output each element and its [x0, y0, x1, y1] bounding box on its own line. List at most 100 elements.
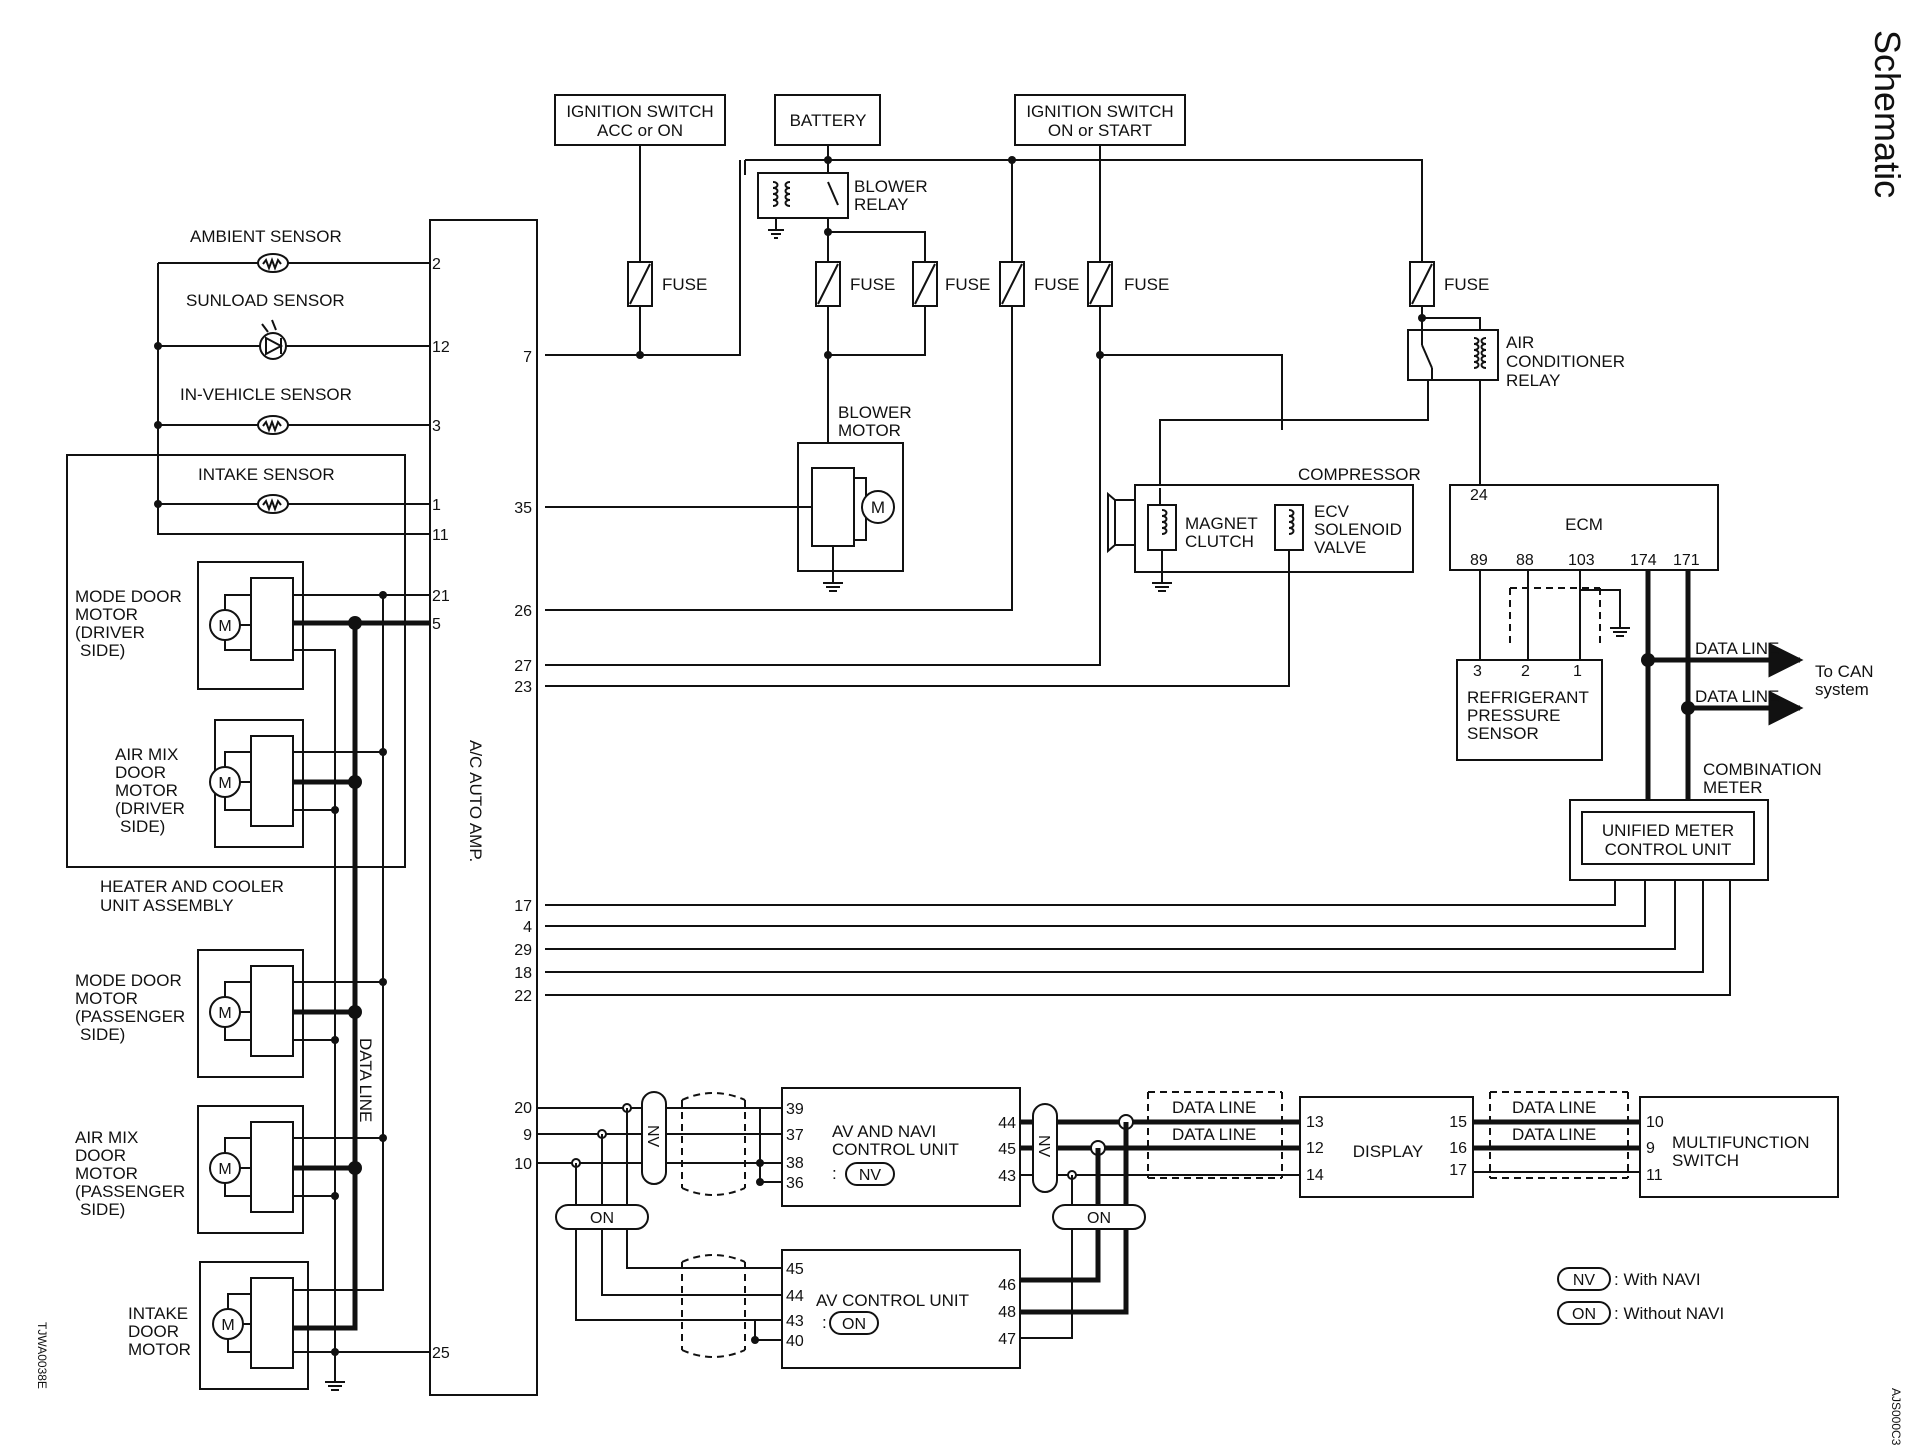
svg-text:MOTOR: MOTOR [75, 989, 138, 1008]
svg-text:12: 12 [1306, 1140, 1324, 1157]
svg-text:36: 36 [786, 1175, 804, 1192]
blower-motor: BLOWER MOTOR M [797, 355, 912, 592]
svg-text:2: 2 [1521, 663, 1530, 680]
on-tag-right: ON [1052, 1204, 1146, 1230]
av-control-unit: 45 44 43 40 AV CONTROL UNIT : ON 46 48 4… [781, 1249, 1021, 1369]
svg-text:9: 9 [1646, 1140, 1655, 1157]
svg-text:171: 171 [1673, 552, 1700, 569]
svg-text:: With NAVI: : With NAVI [1614, 1270, 1701, 1289]
svg-text:UNIT ASSEMBLY: UNIT ASSEMBLY [100, 896, 234, 915]
svg-text::: : [822, 1313, 827, 1332]
svg-text:MULTIFUNCTION: MULTIFUNCTION [1672, 1133, 1810, 1152]
svg-text:BATTERY: BATTERY [790, 111, 867, 130]
svg-text:18: 18 [514, 965, 532, 982]
svg-text:15: 15 [1449, 1114, 1467, 1131]
svg-text:22: 22 [514, 988, 532, 1005]
motor-data-line-label: DATA LINE [356, 1038, 375, 1122]
svg-text:3: 3 [432, 418, 441, 435]
svg-text:AIR MIX: AIR MIX [115, 745, 178, 764]
heater-assembly-box [66, 454, 406, 868]
to-can-label: To CAN [1815, 662, 1874, 681]
svg-text:IGNITION SWITCH: IGNITION SWITCH [566, 102, 713, 121]
svg-text:3: 3 [1473, 663, 1482, 680]
svg-text:(PASSENGER: (PASSENGER [75, 1182, 185, 1201]
sunload-sensor: SUNLOAD SENSOR [158, 291, 430, 360]
svg-text:MOTOR: MOTOR [128, 1340, 191, 1359]
mode-door-motor-passenger: MODE DOOR MOTOR (PASSENGER SIDE) M [75, 949, 304, 1078]
motor-icon [861, 490, 895, 524]
svg-text:COMBINATION: COMBINATION [1703, 760, 1822, 779]
svg-text:DOOR: DOOR [115, 763, 166, 782]
combination-meter: COMBINATION METER UNIFIED METER CONTROL … [1569, 760, 1822, 881]
mode-door-motor-driver: MODE DOOR MOTOR (DRIVER SIDE) M [75, 561, 304, 690]
air-mix-door-motor-passenger: AIR MIX DOOR MOTOR (PASSENGER SIDE) M [75, 1105, 304, 1234]
svg-text:17: 17 [514, 898, 532, 915]
svg-text:12: 12 [432, 339, 450, 356]
fuse-blower-2: FUSE [912, 261, 990, 307]
ignition-switch-acc: IGNITION SWITCH ACC or ON [554, 94, 726, 146]
svg-text:system: system [1815, 680, 1869, 699]
svg-text:M: M [218, 1161, 231, 1178]
svg-text:NV: NV [859, 1167, 882, 1184]
svg-text:CONTROL UNIT: CONTROL UNIT [1605, 840, 1732, 859]
svg-text:43: 43 [786, 1313, 804, 1330]
heater-assembly-label: HEATER AND COOLER [100, 877, 284, 896]
fuse-acc: FUSE [627, 261, 707, 307]
svg-text:INTAKE SENSOR: INTAKE SENSOR [198, 465, 335, 484]
svg-text:14: 14 [1306, 1167, 1324, 1184]
svg-text:9: 9 [523, 1127, 532, 1144]
can-data-line-1: DATA LINE [1695, 639, 1779, 658]
svg-text:M: M [218, 775, 231, 792]
in-vehicle-sensor: IN-VEHICLE SENSOR [158, 385, 430, 435]
svg-text:MOTOR: MOTOR [75, 605, 138, 624]
svg-text:44: 44 [786, 1288, 804, 1305]
blower-relay: BLOWER RELAY [757, 160, 928, 239]
svg-text:(DRIVER: (DRIVER [115, 799, 185, 818]
svg-text:RELAY: RELAY [1506, 371, 1561, 390]
svg-text:FUSE: FUSE [1444, 275, 1489, 294]
svg-text:11: 11 [1646, 1167, 1663, 1184]
svg-text:24: 24 [1470, 487, 1488, 504]
intake-door-motor: INTAKE DOOR MOTOR M [128, 1261, 309, 1390]
av-navi-control-unit: 39 37 38 36 AV AND NAVI CONTROL UNIT : N… [781, 1087, 1021, 1207]
figure-code-left: TJWA0038E [35, 1322, 49, 1389]
svg-text:29: 29 [514, 942, 532, 959]
fuse-ign-start: FUSE [1087, 261, 1169, 307]
on-tag-left: ON [555, 1204, 649, 1230]
svg-text:37: 37 [786, 1127, 804, 1144]
svg-text:NV: NV [1573, 1272, 1596, 1289]
svg-text:MODE DOOR: MODE DOOR [75, 587, 182, 606]
svg-text:M: M [871, 498, 885, 517]
svg-text:20: 20 [514, 1100, 532, 1117]
svg-text:AV AND NAVI: AV AND NAVI [832, 1122, 936, 1141]
svg-text:ON or START: ON or START [1048, 121, 1152, 140]
svg-text:ECV: ECV [1314, 502, 1350, 521]
battery: BATTERY [774, 94, 881, 146]
air-mix-door-motor-driver: AIR MIX DOOR MOTOR (DRIVER SIDE) M [115, 719, 304, 848]
svg-text:IN-VEHICLE SENSOR: IN-VEHICLE SENSOR [180, 385, 352, 404]
svg-text:NV: NV [644, 1125, 661, 1148]
can-data-line-2: DATA LINE [1695, 687, 1779, 706]
svg-text:(DRIVER: (DRIVER [75, 623, 145, 642]
ambient-sensor: AMBIENT SENSOR [158, 227, 430, 273]
svg-text:48: 48 [998, 1304, 1016, 1321]
svg-text:40: 40 [786, 1333, 804, 1350]
svg-text:2: 2 [432, 256, 441, 273]
svg-text:(PASSENGER: (PASSENGER [75, 1007, 185, 1026]
svg-text:1: 1 [1573, 663, 1582, 680]
svg-text:10: 10 [514, 1156, 532, 1173]
svg-text:43: 43 [998, 1168, 1016, 1185]
svg-text:DOOR: DOOR [128, 1322, 179, 1341]
svg-text:UNIFIED METER: UNIFIED METER [1602, 821, 1734, 840]
svg-text:ON: ON [842, 1316, 866, 1333]
display-unit: 13 12 14 DISPLAY 15 16 17 [1299, 1096, 1474, 1198]
svg-text:M: M [218, 618, 231, 635]
svg-text:METER: METER [1703, 778, 1763, 797]
nv-tag-right: NV [1032, 1103, 1058, 1193]
svg-text:AIR MIX: AIR MIX [75, 1128, 138, 1147]
amp-pin-labels-right: 7 35 26 27 23 17 4 29 18 22 20 9 10 [514, 349, 532, 1173]
svg-text:ACC or ON: ACC or ON [597, 121, 683, 140]
svg-text:7: 7 [523, 349, 532, 366]
svg-text:174: 174 [1630, 552, 1657, 569]
svg-text:SWITCH: SWITCH [1672, 1151, 1739, 1170]
